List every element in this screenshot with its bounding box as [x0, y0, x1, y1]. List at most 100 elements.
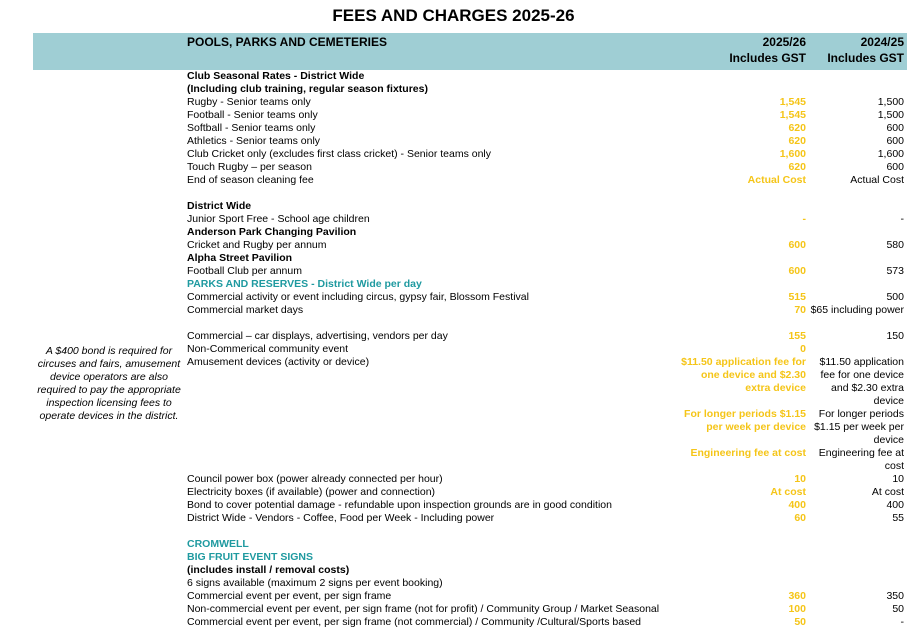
fee-2025-26: For longer periods $1.15: [684, 408, 806, 420]
fee-2024-25: For longer periods: [818, 408, 904, 420]
table-row: device: [0, 434, 907, 447]
table-row: 6 signs available (maximum 2 signs per e…: [0, 577, 907, 590]
fee-2024-25: 600: [886, 122, 904, 134]
fee-2025-26: 1,600: [779, 148, 806, 160]
row-description: (Including club training, regular season…: [187, 83, 428, 95]
fee-2024-25: -: [900, 616, 905, 628]
row-description: PARKS AND RESERVES - District Wide per d…: [187, 278, 422, 290]
table-row: PARKS AND RESERVES - District Wide per d…: [0, 278, 907, 291]
header-band: [33, 33, 907, 70]
row-description: Commercial – car displays, advertising, …: [187, 330, 448, 342]
row-description: Club Cricket only (excludes first class …: [187, 148, 492, 160]
table-row: Amusement devices (activity or device)$1…: [0, 356, 907, 369]
fee-2025-26: At cost: [770, 486, 806, 498]
row-description: Alpha Street Pavilion: [187, 252, 293, 264]
table-row: Non-commercial event per event, per sign…: [0, 603, 907, 616]
fee-2024-25: 600: [886, 161, 904, 173]
row-description: Football Club per annum: [187, 265, 302, 277]
row-description: Football - Senior teams only: [187, 109, 318, 121]
fee-2024-25: Actual Cost: [850, 174, 904, 186]
fee-2025-26: 10: [794, 473, 806, 485]
fee-2024-25: 600: [886, 135, 904, 147]
row-description: End of season cleaning fee: [187, 174, 314, 186]
fee-2024-25: 50: [892, 603, 904, 615]
fee-2025-26: 620: [788, 122, 806, 134]
fee-2024-25: 350: [886, 590, 904, 602]
table-row: Commercial event per event, per sign fra…: [0, 590, 907, 603]
row-description: Club Seasonal Rates - District Wide: [187, 70, 365, 82]
fee-2024-25: and $2.30 extra: [831, 382, 904, 394]
row-description: Commercial event per event, per sign fra…: [187, 590, 392, 602]
fee-2024-25: 1,500: [877, 109, 904, 121]
row-description: Softball - Senior teams only: [187, 122, 316, 134]
table-row: Anderson Park Changing Pavilion: [0, 226, 907, 239]
table-row: cost: [0, 460, 907, 473]
row-description: Amusement devices (activity or device): [187, 356, 370, 368]
row-description: Non-commercial event per event, per sign…: [187, 603, 660, 615]
fee-2025-26: 620: [788, 161, 806, 173]
fee-2025-26: -: [802, 213, 807, 225]
table-row: Alpha Street Pavilion: [0, 252, 907, 265]
fee-2024-25: 580: [886, 239, 904, 251]
fee-2025-26: 0: [800, 343, 806, 355]
table-row: Touch Rugby – per season 620 600: [0, 161, 907, 174]
table-row: Football Club per annum 600 573: [0, 265, 907, 278]
fee-2025-26: 515: [788, 291, 806, 303]
row-description: Rugby - Senior teams only: [187, 96, 311, 108]
column-header-year: 2025/26: [762, 35, 806, 49]
table-row: Club Cricket only (excludes first class …: [0, 148, 907, 161]
fee-2025-26: extra device: [745, 382, 806, 394]
fee-2024-25: -: [900, 213, 905, 225]
fee-2025-26: 1,545: [779, 109, 806, 121]
row-description: CROMWELL: [187, 538, 249, 550]
row-description: Commercial market days: [187, 304, 304, 316]
fee-2024-25: $1.15 per week per: [814, 421, 904, 433]
table-row: [0, 187, 907, 200]
fee-2025-26: 620: [788, 135, 806, 147]
row-description: Council power box (power already connect…: [187, 473, 443, 485]
table-row: Commercial event per event, per sign fra…: [0, 616, 907, 629]
fee-2024-25: device: [873, 434, 904, 446]
table-row: Council power box (power already connect…: [0, 473, 907, 486]
fee-2025-26: 60: [794, 512, 806, 524]
row-description: BIG FRUIT EVENT SIGNS: [187, 551, 314, 563]
fee-2025-26: 600: [788, 265, 806, 277]
fee-2024-25: 1,600: [877, 148, 904, 160]
table-row: [0, 525, 907, 538]
row-description: (includes install / removal costs): [187, 564, 350, 576]
fee-2024-25: At cost: [871, 486, 904, 498]
section-heading: POOLS, PARKS AND CEMETERIES: [187, 35, 388, 49]
fee-2025-26: one device and $2.30: [700, 369, 806, 381]
table-row: [0, 317, 907, 330]
table-row: Commercial – car displays, advertising, …: [0, 330, 907, 343]
row-description: Electricity boxes (if available) (power …: [187, 486, 436, 498]
fee-2025-26: 70: [794, 304, 806, 316]
table-row: (Including club training, regular season…: [0, 83, 907, 96]
table-row: BIG FRUIT EVENT SIGNS: [0, 551, 907, 564]
fee-2024-25: 1,500: [877, 96, 904, 108]
fee-2025-26: 155: [788, 330, 806, 342]
table-row: Commercial activity or event including c…: [0, 291, 907, 304]
table-row: Club Seasonal Rates - District Wide: [0, 70, 907, 83]
fee-2024-25: device: [873, 395, 904, 407]
table-row: CROMWELL: [0, 538, 907, 551]
column-header-year: 2024/25: [860, 35, 904, 49]
fee-2024-25: 10: [892, 473, 904, 485]
table-row: (includes install / removal costs): [0, 564, 907, 577]
fee-2024-25: 573: [886, 265, 904, 277]
table-row: Electricity boxes (if available) (power …: [0, 486, 907, 499]
fee-2025-26: Engineering fee at cost: [690, 447, 806, 459]
row-description: Touch Rugby – per season: [187, 161, 312, 173]
row-description: District Wide - Vendors - Coffee, Food p…: [187, 512, 495, 524]
fee-2025-26: 50: [794, 616, 806, 628]
fees-table: Club Seasonal Rates - District Wide(Incl…: [0, 70, 907, 629]
table-row: For longer periods $1.15 For longer perio…: [0, 408, 907, 421]
table-row: District Wide - Vendors - Coffee, Food p…: [0, 512, 907, 525]
